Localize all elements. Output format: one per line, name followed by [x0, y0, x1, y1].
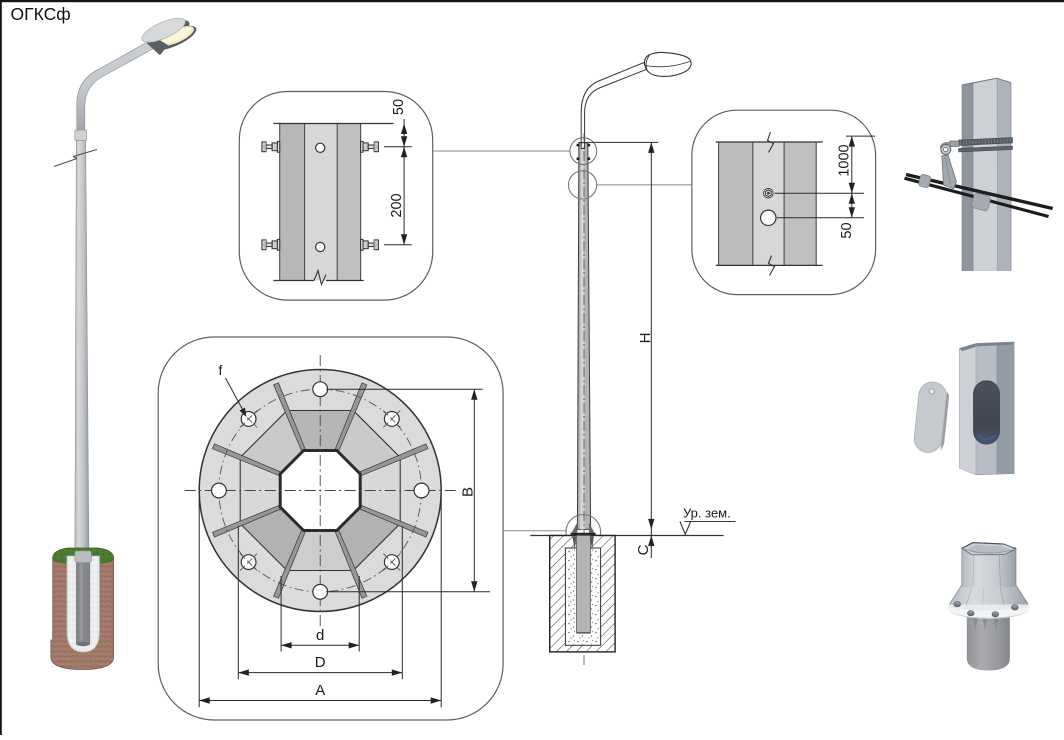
svg-text:d: d [316, 627, 324, 644]
svg-text:50: 50 [391, 99, 407, 115]
svg-text:D: D [315, 654, 326, 671]
svg-text:50: 50 [839, 222, 855, 238]
svg-text:200: 200 [389, 193, 405, 217]
svg-text:1000: 1000 [837, 144, 853, 176]
svg-text:C: C [635, 544, 652, 555]
svg-text:B: B [460, 487, 477, 497]
svg-text:Ур. зем.: Ур. зем. [683, 506, 731, 521]
svg-text:A: A [315, 682, 325, 699]
svg-text:ОГКСф: ОГКСф [11, 4, 71, 24]
svg-text:f: f [219, 362, 223, 378]
svg-text:H: H [637, 333, 654, 344]
